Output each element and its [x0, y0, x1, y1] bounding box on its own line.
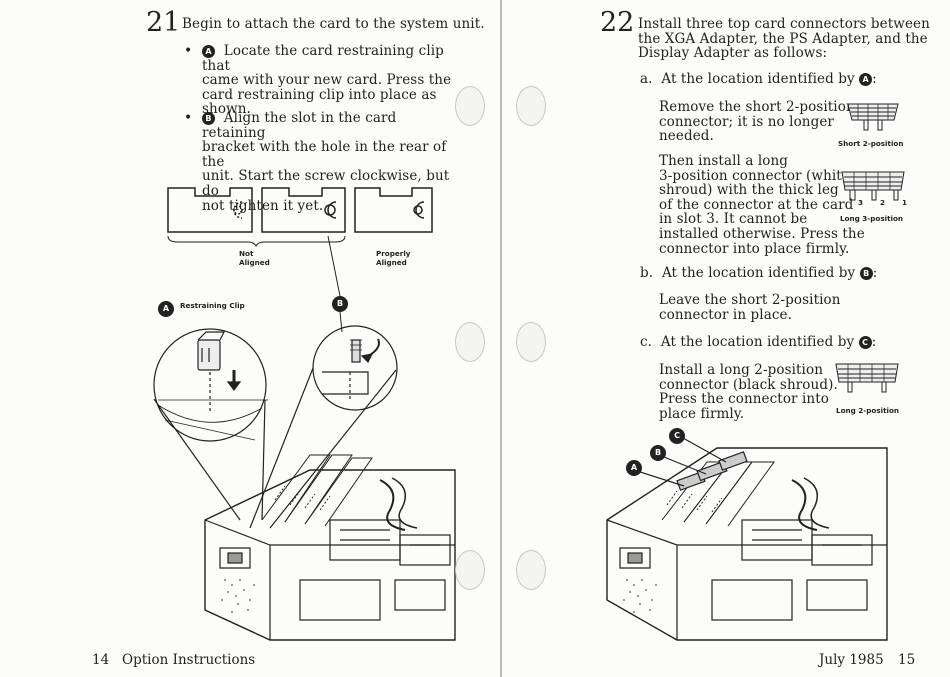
- slot-number-3: 3: [858, 198, 864, 207]
- step-intro: Install three top card connectors betwee…: [638, 16, 930, 62]
- item-b-heading: b. At the location identified by B:: [640, 265, 878, 281]
- step-number: 21: [146, 7, 181, 38]
- callout-c-icon: C: [669, 428, 685, 444]
- long-3-position-caption: Long 3-position: [840, 214, 904, 223]
- marker-a-icon: A: [202, 45, 215, 58]
- item-c-heading: c. At the location identified by C:: [640, 334, 877, 350]
- bullet-a-text: A Locate the card restraining clip that …: [202, 43, 452, 118]
- punch-hole: [455, 550, 485, 590]
- marker-b-icon: B: [859, 267, 873, 280]
- bullet-dot: •: [184, 110, 193, 126]
- callout-b-icon: B: [332, 296, 348, 312]
- connector-figures: [835, 103, 905, 393]
- marker-b-icon: B: [202, 112, 215, 125]
- punch-hole: [516, 86, 546, 126]
- bullet-dot: •: [184, 43, 193, 59]
- slot-number-2: 2: [880, 198, 886, 207]
- item-c-para: Install a long 2-position connector (bla…: [659, 362, 838, 422]
- page-number: 15: [898, 652, 916, 668]
- callout-b-icon: B: [650, 445, 666, 461]
- item-a-heading: a. At the location identified by A:: [640, 71, 877, 87]
- marker-c-icon: C: [858, 336, 872, 349]
- long-2-position-caption: Long 2-position: [836, 406, 900, 415]
- item-a-para2: Then install a long 3-position connector…: [659, 153, 865, 257]
- callout-a-icon: A: [626, 460, 642, 476]
- short-2-position-caption: Short 2-position: [838, 139, 904, 148]
- item-b-para: Leave the short 2-position connector in …: [659, 292, 841, 323]
- connector-install-illustration: [606, 437, 888, 641]
- punch-hole: [455, 322, 485, 362]
- step-title: Begin to attach the card to the system u…: [182, 16, 485, 32]
- punch-hole: [516, 322, 546, 362]
- footer-date: July 1985: [819, 652, 884, 668]
- left-page: 21 Begin to attach the card to the syste…: [92, 7, 485, 668]
- slot-number-1: 1: [902, 198, 908, 207]
- bullet-b-text: B Align the slot in the card retaining b…: [202, 110, 450, 214]
- callout-a-icon: A: [158, 301, 174, 317]
- right-page: 22 Install three top card connectors bet…: [500, 0, 950, 677]
- step-number: 22: [600, 7, 635, 38]
- punch-hole: [455, 86, 485, 126]
- punch-hole: [516, 550, 546, 590]
- page-footer-left: 14 Option Instructions: [92, 652, 256, 668]
- marker-a-icon: A: [859, 73, 873, 86]
- restraining-clip-label: Restraining Clip: [180, 301, 245, 310]
- card-install-illustration: [153, 325, 456, 641]
- item-a-para1: Remove the short 2-position connector; i…: [659, 99, 855, 145]
